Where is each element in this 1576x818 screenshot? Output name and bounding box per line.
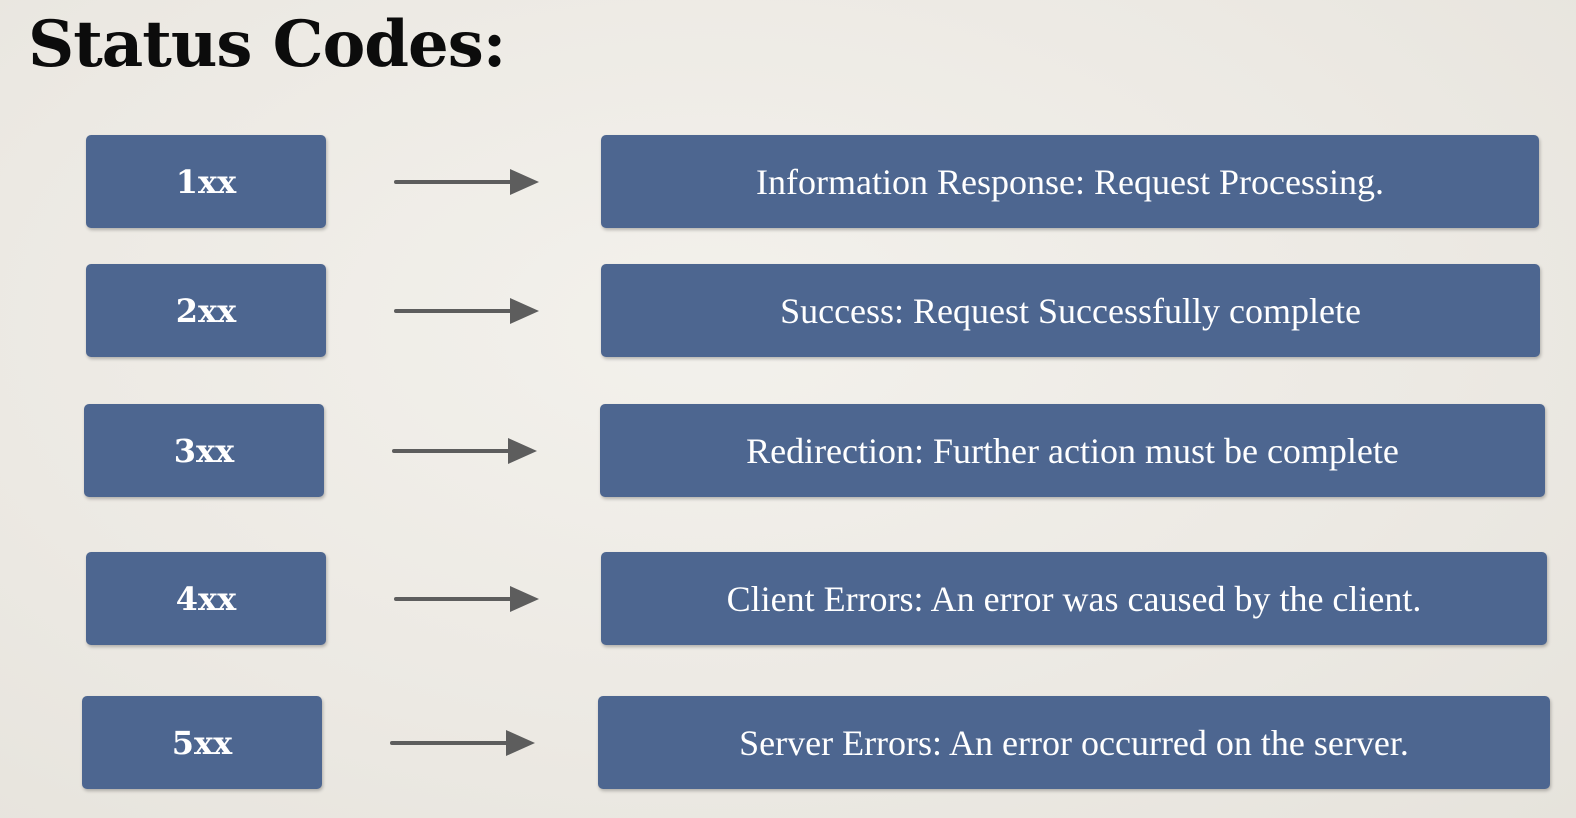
right-arrow-icon bbox=[390, 730, 535, 756]
right-arrow-icon bbox=[392, 438, 537, 464]
status-description-box: Information Response: Request Processing… bbox=[601, 135, 1539, 228]
slide-title: Status Codes: bbox=[28, 7, 506, 82]
status-code-box: 5xx bbox=[82, 696, 322, 789]
right-arrow-icon bbox=[394, 169, 539, 195]
right-arrow-icon bbox=[394, 586, 539, 612]
status-row-4xx: 4xx Client Errors: An error was caused b… bbox=[0, 552, 1576, 645]
status-description-box: Success: Request Successfully complete bbox=[601, 264, 1540, 357]
status-code-box: 2xx bbox=[86, 264, 326, 357]
status-row-3xx: 3xx Redirection: Further action must be … bbox=[0, 404, 1576, 497]
status-description-box: Client Errors: An error was caused by th… bbox=[601, 552, 1547, 645]
status-row-1xx: 1xx Information Response: Request Proces… bbox=[0, 135, 1576, 228]
status-code-box: 1xx bbox=[86, 135, 326, 228]
status-code-box: 3xx bbox=[84, 404, 324, 497]
status-description-box: Server Errors: An error occurred on the … bbox=[598, 696, 1550, 789]
status-code-box: 4xx bbox=[86, 552, 326, 645]
right-arrow-icon bbox=[394, 298, 539, 324]
status-description-box: Redirection: Further action must be comp… bbox=[600, 404, 1545, 497]
status-row-2xx: 2xx Success: Request Successfully comple… bbox=[0, 264, 1576, 357]
status-row-5xx: 5xx Server Errors: An error occurred on … bbox=[0, 696, 1576, 789]
